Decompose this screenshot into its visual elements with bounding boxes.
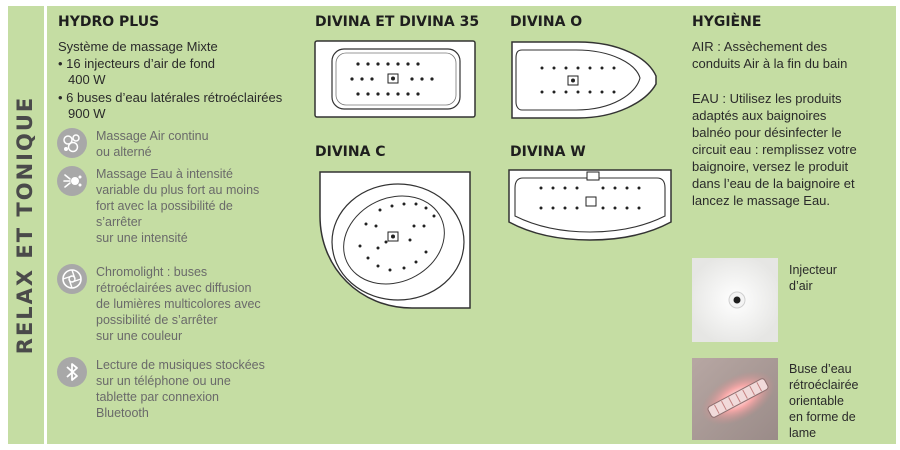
- chromolight-icon: [57, 264, 87, 294]
- tub-divina-c-drawing: [316, 168, 476, 317]
- hydro-subtitle: Système de massage Mixte: [58, 39, 218, 54]
- hygiene-eau-line: EAU : Utilisez les produits: [692, 91, 842, 106]
- feature-bluetooth-text: Lecture de musiques stockées sur un télé…: [96, 357, 265, 421]
- feature-air-line: Massage Air continu: [96, 129, 209, 143]
- tub-title-divina-o: DIVINA O: [510, 14, 583, 30]
- hygiene-air-text: AIR : Assèchement des conduits Air à la …: [692, 38, 847, 72]
- feature-water-line: fort avec la possibilité de: [96, 199, 233, 213]
- feature-chromolight-line: Chromolight : buses: [96, 265, 208, 279]
- hygiene-eau-line: circuit eau : remplissez votre: [692, 142, 857, 157]
- nozzle-label-line: rétroéclairée: [789, 378, 859, 392]
- feature-chromolight-line: sur une couleur: [96, 329, 183, 343]
- feature-water-line: s’arrêter: [96, 215, 142, 229]
- hygiene-eau-line: lancez le massage Eau.: [692, 193, 831, 208]
- feature-air-line: ou alterné: [96, 145, 152, 159]
- side-title-band: RELAX ET TONIQUE: [6, 6, 44, 444]
- injector-label-line: d’air: [789, 279, 813, 293]
- hygiene-eau-line: balnéo pour désinfecter le: [692, 125, 842, 140]
- tub-divina-35-drawing: [312, 38, 478, 125]
- hygiene-title: HYGIÈNE: [692, 14, 762, 30]
- hygiene-air-line: AIR : Assèchement des: [692, 39, 828, 54]
- side-divider: [44, 6, 47, 444]
- feature-water-line: sur une intensité: [96, 231, 188, 245]
- nozzle-label-line: orientable: [789, 394, 844, 408]
- tub-divina-o-drawing: [508, 38, 660, 127]
- injector-label: Injecteur d’air: [789, 262, 837, 294]
- tub-divina-w-drawing: [505, 166, 675, 249]
- feature-chromolight-text: Chromolight : buses rétroéclairées avec …: [96, 264, 261, 344]
- injector-label-line: Injecteur: [789, 263, 837, 277]
- hygiene-air-line: conduits Air à la fin du bain: [692, 56, 848, 71]
- water-nozzle-photo: [692, 358, 778, 445]
- feature-bluetooth-line: tablette par connexion: [96, 390, 220, 404]
- tub-title-divina-w: DIVINA W: [510, 144, 586, 160]
- tub-title-divina-35: DIVINA ET DIVINA 35: [315, 14, 480, 30]
- nozzle-label: Buse d’eau rétroéclairée orientable en f…: [789, 361, 858, 441]
- feature-air-text: Massage Air continu ou alterné: [96, 128, 209, 160]
- hydro-bullet-water: • 6 buses d’eau latérales rétroéclairées: [58, 90, 283, 105]
- feature-bluetooth-line: sur un téléphone ou une: [96, 374, 231, 388]
- feature-water-line: Massage Eau à intensité: [96, 167, 233, 181]
- air-injector-photo: [692, 258, 778, 347]
- feature-chromolight-line: possibilité de s’arrêter: [96, 313, 218, 327]
- water-jet-icon: [57, 166, 87, 196]
- feature-bluetooth-line: Lecture de musiques stockées: [96, 358, 265, 372]
- tub-title-divina-c: DIVINA C: [315, 144, 386, 160]
- side-title: RELAX ET TONIQUE: [13, 95, 37, 355]
- hydro-title: HYDRO PLUS: [58, 14, 160, 30]
- hydro-bullet-air-power: 400 W: [68, 72, 106, 87]
- nozzle-label-line: Buse d’eau: [789, 362, 852, 376]
- hygiene-eau-line: dans l’eau de la baignoire et: [692, 176, 855, 191]
- feature-water-text: Massage Eau à intensité variable du plus…: [96, 166, 259, 246]
- hygiene-eau-text: EAU : Utilisez les produits adaptés aux …: [692, 90, 857, 209]
- feature-water-line: variable du plus fort au moins: [96, 183, 260, 197]
- nozzle-label-line: lame: [789, 426, 817, 440]
- hydro-bullet-air: • 16 injecteurs d’air de fond: [58, 56, 216, 71]
- feature-bluetooth-line: Bluetooth: [96, 406, 149, 420]
- nozzle-label-line: en forme de: [789, 410, 856, 424]
- hydro-bullet-water-power: 900 W: [68, 106, 106, 121]
- feature-chromolight-line: rétroéclairées avec diffusion: [96, 281, 252, 295]
- air-bubbles-icon: [57, 128, 87, 158]
- bluetooth-icon: [57, 357, 87, 387]
- hygiene-eau-line: baignoire, versez le produit: [692, 159, 849, 174]
- hygiene-eau-line: adaptés aux baignoires: [692, 108, 827, 123]
- feature-chromolight-line: de lumières multicolores avec: [96, 297, 261, 311]
